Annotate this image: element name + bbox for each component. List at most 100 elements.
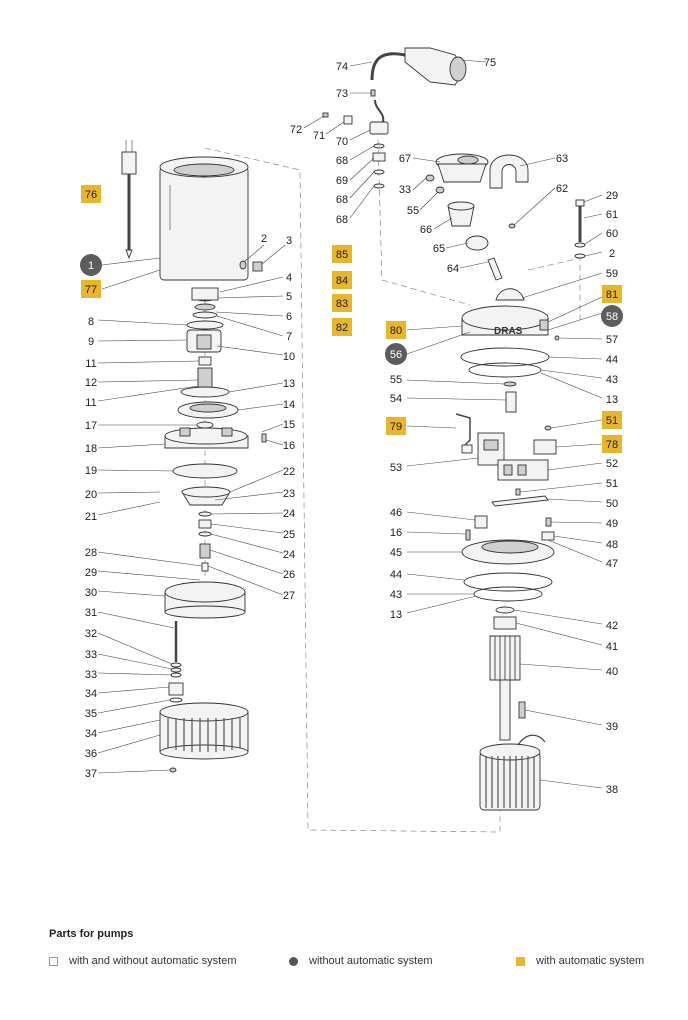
legend-item-both: with and without automatic system <box>49 954 237 968</box>
callout-number: 47 <box>606 558 618 570</box>
callout-number: 24 <box>283 549 295 561</box>
automatic-badge <box>602 411 622 429</box>
callout-number: 51 <box>606 478 618 490</box>
callout-number: 23 <box>283 488 295 500</box>
callout-number: 56 <box>390 349 402 361</box>
automatic-badge <box>602 285 622 303</box>
callout-number: 45 <box>390 547 402 559</box>
callout-number: 29 <box>85 567 97 579</box>
callout-number: 32 <box>85 628 97 640</box>
legend-label-without: without automatic system <box>309 955 433 967</box>
callout-number: 48 <box>606 539 618 551</box>
callout-number: 76 <box>85 189 97 201</box>
callout-number: 6 <box>286 311 292 323</box>
motor-housing <box>159 156 263 281</box>
callout-number: 64 <box>447 263 459 275</box>
callout-number: 2 <box>261 233 267 245</box>
callout-number: 80 <box>390 325 402 337</box>
callout-number: 55 <box>390 374 402 386</box>
yellow-square-icon <box>516 956 525 966</box>
callout-number: 37 <box>85 768 97 780</box>
callout-number: 13 <box>283 378 295 390</box>
callout-number: 68 <box>336 214 348 226</box>
callout-number: 55 <box>407 205 419 217</box>
callout-number: 33 <box>85 649 97 661</box>
callout-number: 50 <box>606 498 618 510</box>
callout-number: 40 <box>606 666 618 678</box>
callout-number: 85 <box>336 249 348 261</box>
callout-number: 34 <box>85 728 97 740</box>
callout-number: 7 <box>286 331 292 343</box>
callout-number: 3 <box>286 235 292 247</box>
callout-number: 1 <box>88 260 94 272</box>
callout-number: 77 <box>85 284 97 296</box>
callout-number: 24 <box>283 508 295 520</box>
callout-number: 2 <box>609 248 615 260</box>
float-switch <box>121 140 137 260</box>
callout-number: 61 <box>606 209 618 221</box>
exploded-parts-diagram: DRAS <box>80 47 623 833</box>
callout-number: 58 <box>606 311 618 323</box>
leader-lines <box>97 59 603 789</box>
callout-number: 15 <box>283 419 295 431</box>
callout-number: 73 <box>336 88 348 100</box>
callout-number: 71 <box>313 130 325 142</box>
callout-number: 8 <box>88 316 94 328</box>
callout-number: 59 <box>606 268 618 280</box>
callout-number: 33 <box>85 669 97 681</box>
callout-number: 28 <box>85 547 97 559</box>
automatic-badge <box>81 185 101 203</box>
callout-number: 66 <box>420 224 432 236</box>
callout-number: 53 <box>390 462 402 474</box>
callout-number: 68 <box>336 155 348 167</box>
callout-number: 29 <box>606 190 618 202</box>
callout-number: 70 <box>336 136 348 148</box>
callout-number: 18 <box>85 443 97 455</box>
callout-number: 5 <box>286 291 292 303</box>
callout-number: 35 <box>85 708 97 720</box>
callout-number: 57 <box>606 334 618 346</box>
callout-number: 11 <box>85 358 96 370</box>
callout-number: 13 <box>390 609 402 621</box>
callout-number: 83 <box>336 298 348 310</box>
callout-number: 54 <box>390 393 402 405</box>
callout-number: 14 <box>283 399 295 411</box>
callout-number: 16 <box>390 527 402 539</box>
non-automatic-badge <box>601 305 623 327</box>
callout-number: 67 <box>399 153 411 165</box>
automatic-badge <box>81 280 101 298</box>
callout-number: 82 <box>336 322 348 334</box>
callout-number: 27 <box>283 590 295 602</box>
callout-number: 13 <box>606 394 618 406</box>
callout-number: 84 <box>336 275 348 287</box>
automatic-badge <box>386 417 406 435</box>
callout-number: 75 <box>484 57 496 69</box>
callout-number: 69 <box>336 175 348 187</box>
legend-title: Parts for pumps <box>49 928 134 940</box>
callout-number: 42 <box>606 620 618 632</box>
callout-number: 63 <box>556 153 568 165</box>
legend-item-without: without automatic system <box>289 954 433 968</box>
callout-number: 22 <box>283 466 295 478</box>
callout-number: 41 <box>606 641 618 653</box>
automatic-badge <box>332 245 352 263</box>
callout-number: 31 <box>85 607 97 619</box>
callout-number: 25 <box>283 529 295 541</box>
callout-number: 36 <box>85 748 97 760</box>
callout-number: 30 <box>85 587 97 599</box>
legend-label-both: with and without automatic system <box>69 955 237 967</box>
callout-number: 33 <box>399 184 411 196</box>
callout-number: 52 <box>606 458 618 470</box>
callout-number: 44 <box>390 569 402 581</box>
non-automatic-badge <box>80 254 102 276</box>
callout-number: 21 <box>85 511 97 523</box>
automatic-badge <box>332 318 352 336</box>
automatic-badge <box>602 435 622 453</box>
callout-number: 17 <box>85 420 97 432</box>
automatic-badge <box>386 321 406 339</box>
callout-number: 62 <box>556 183 568 195</box>
callout-number: 68 <box>336 194 348 206</box>
automatic-badge <box>332 271 352 289</box>
callout-number: 11 <box>85 397 96 409</box>
